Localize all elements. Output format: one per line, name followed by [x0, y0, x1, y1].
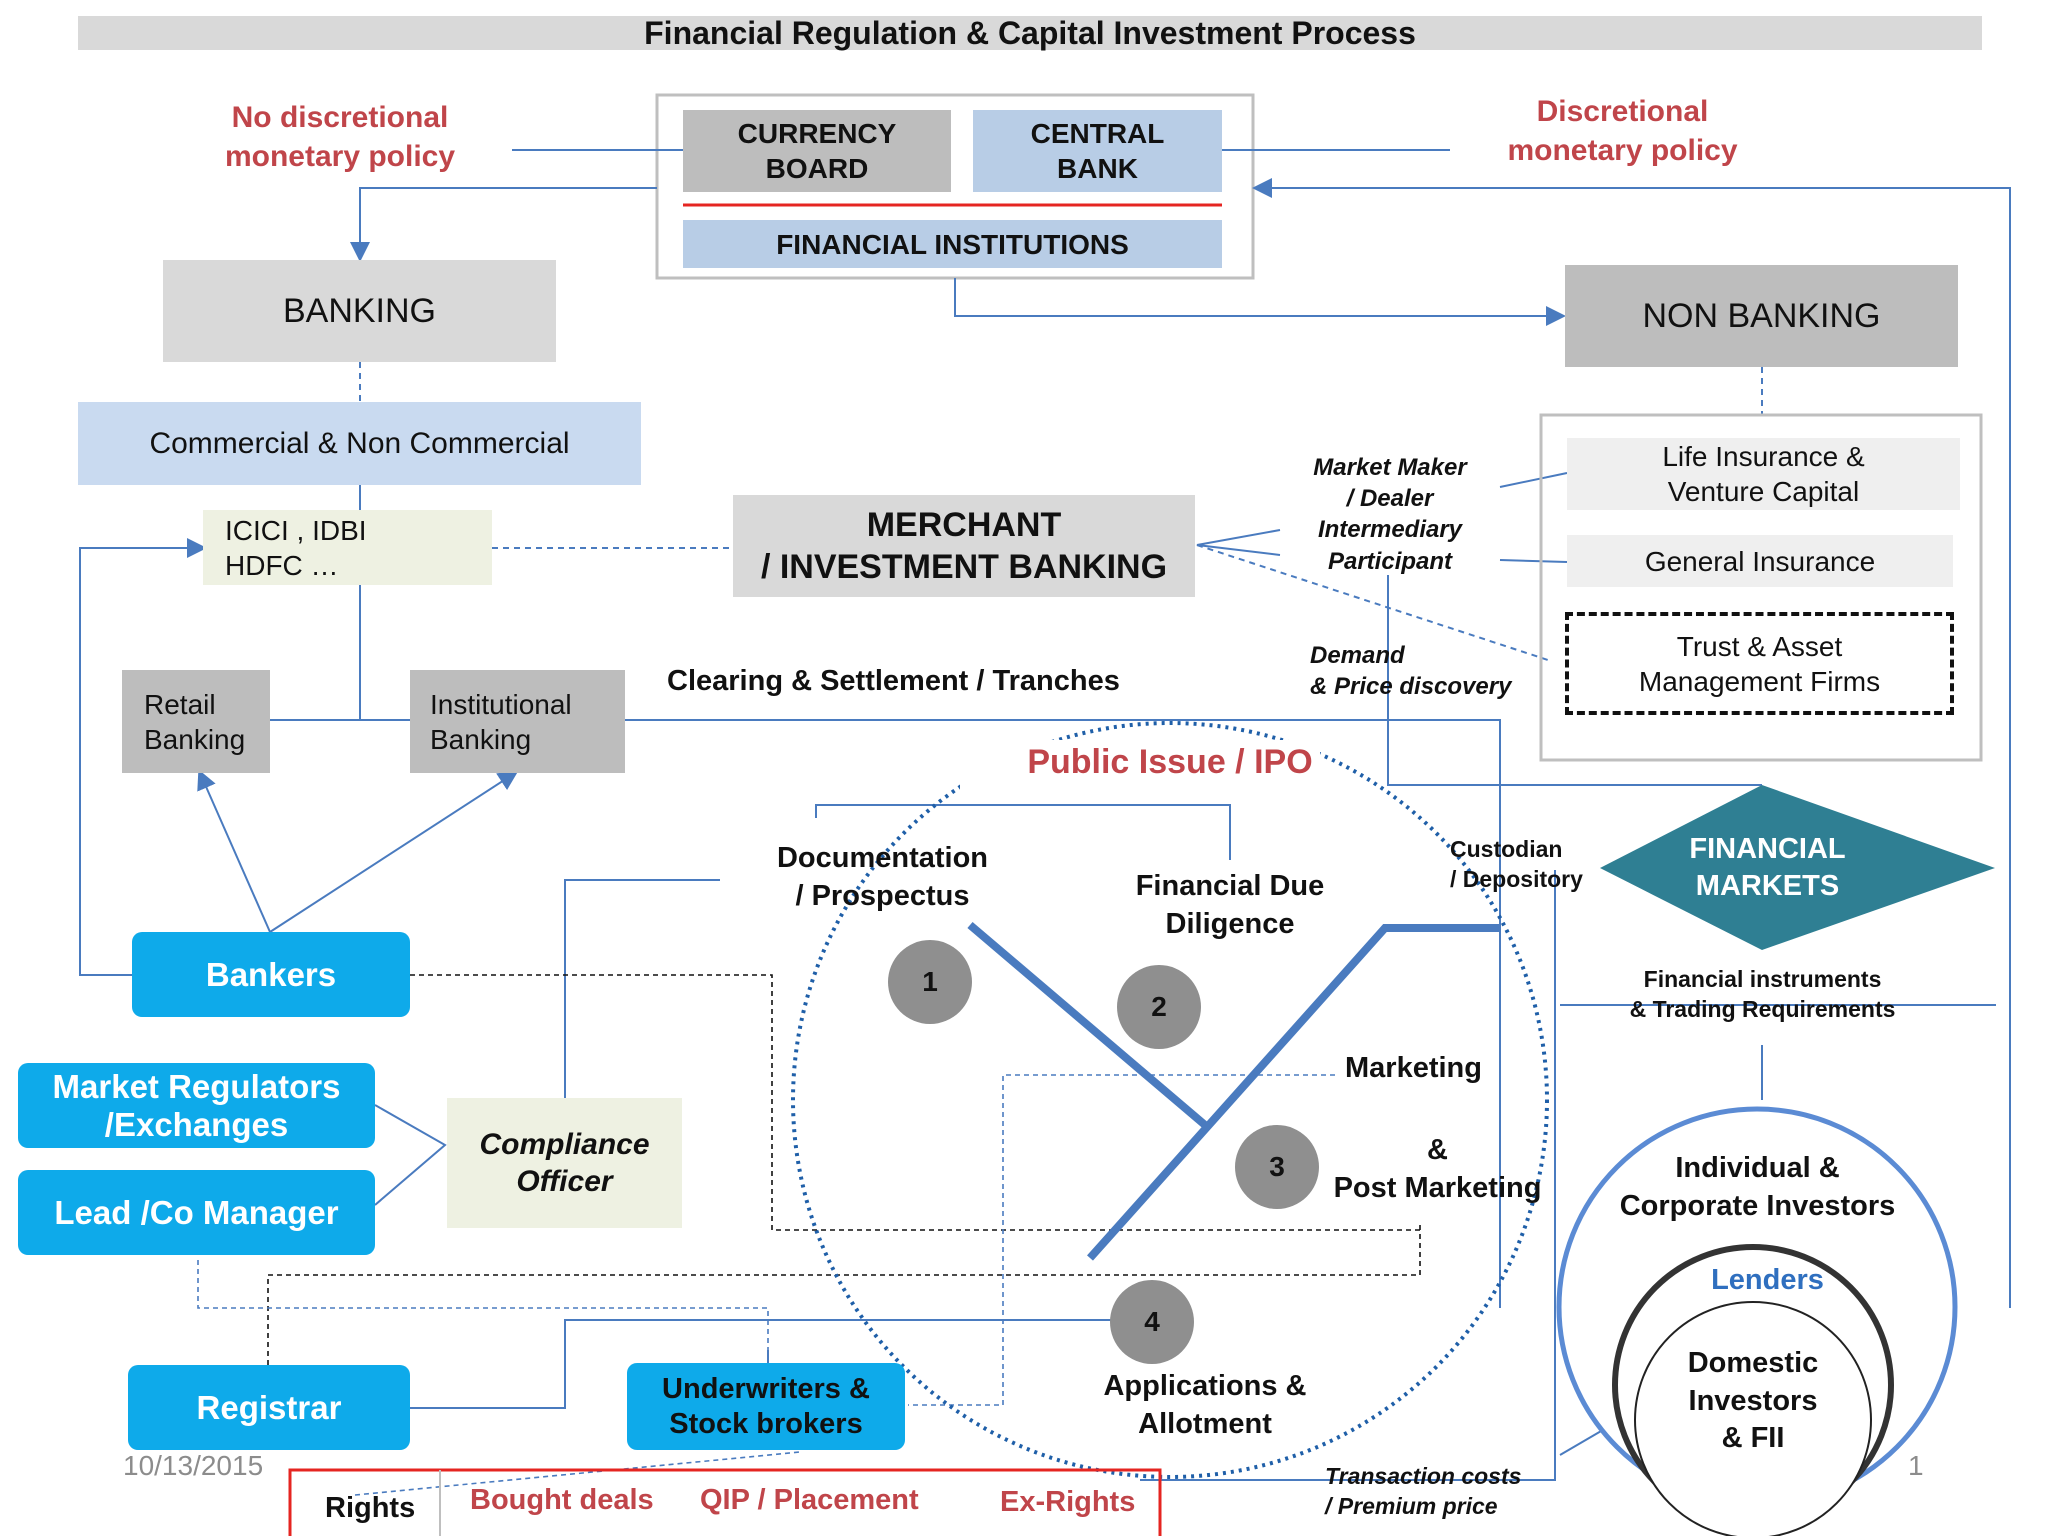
- issue-type-qip: QIP / Placement: [700, 1484, 919, 1516]
- roles-to-life: [1499, 472, 1568, 488]
- ipo-title: Public Issue / IPO: [1027, 743, 1313, 781]
- demand-price-discovery: Demand & Price discovery: [1310, 642, 1512, 701]
- registrar-button[interactable]: Registrar: [128, 1365, 410, 1450]
- rights-dash: [354, 1451, 801, 1496]
- bankers-loop: [79, 538, 207, 976]
- roles-to-market: [1387, 575, 1762, 786]
- roles-to-general: [1499, 559, 1568, 563]
- clearing-settlement: Clearing & Settlement / Tranches: [667, 665, 1120, 697]
- process-line-a: [967, 921, 1208, 1129]
- underwriters-button[interactable]: Underwriters & Stock brokers: [627, 1363, 905, 1450]
- market-roles: Market Maker / Dealer Intermediary Parti…: [1313, 454, 1467, 575]
- bank-examples: ICICI , IDBI HDFC …: [203, 510, 492, 585]
- ipo-step-number: 3: [1235, 1125, 1319, 1209]
- clearing-line: [625, 719, 1501, 1308]
- ipo-step-post-marketing: & Post Marketing: [1333, 1134, 1542, 1204]
- compliance-up: [564, 879, 720, 1098]
- general-insurance: General Insurance: [1567, 535, 1953, 587]
- discretional-policy: Discretional monetary policy: [1507, 95, 1738, 167]
- transaction-costs: Transaction costs / Premium price: [1325, 1463, 1522, 1519]
- ipo-step-number: 1: [888, 940, 972, 1024]
- market-regulators-button[interactable]: Market Regulators /Exchanges: [18, 1063, 375, 1148]
- domestic-circle: [1634, 1301, 1872, 1536]
- to-banking-line: [350, 187, 657, 262]
- regulators-to-compliance: [374, 1104, 447, 1206]
- nonbanking-frame: [1539, 413, 1983, 762]
- ipo-step-marketing: Marketing: [1345, 1052, 1482, 1084]
- banking-box: BANKING: [163, 260, 556, 362]
- lead-manager-button[interactable]: Lead /Co Manager: [18, 1170, 375, 1255]
- ipo-bracket: [815, 804, 1231, 860]
- page-number: 1: [1908, 1450, 1924, 1481]
- nonbanking-box: NON BANKING: [1565, 265, 1958, 367]
- issue-types-line: [288, 1468, 1162, 1536]
- return-line: [1252, 178, 2011, 1308]
- currency-board: CURRENCY BOARD: [683, 110, 951, 192]
- compliance-officer: Compliance Officer: [447, 1098, 682, 1228]
- ipo-step-number: 2: [1117, 965, 1201, 1049]
- merchant-lines: [1196, 529, 1281, 556]
- trust-asset-management: Trust & Asset Management Firms: [1565, 612, 1954, 715]
- issue-type-bought-deals: Bought deals: [470, 1484, 654, 1516]
- institutional-banking: Institutional Banking: [410, 670, 625, 773]
- ipo-step-allotment: Applications & Allotment: [1103, 1370, 1307, 1440]
- lenders-label: Lenders: [1711, 1264, 1824, 1296]
- ipo-step-documentation: Documentation / Prospectus: [776, 842, 989, 912]
- page-title: Financial Regulation & Capital Investmen…: [644, 15, 1416, 51]
- bankers-retail: [197, 769, 271, 933]
- registrar-to-ipo: [267, 1225, 1421, 1365]
- bankers-inst: [269, 770, 519, 933]
- banking-types: Commercial & Non Commercial: [78, 402, 641, 485]
- life-insurance: Life Insurance & Venture Capital: [1567, 438, 1960, 510]
- investors-label: Individual & Corporate Investors: [1619, 1152, 1896, 1222]
- ipo-step-number: 4: [1110, 1280, 1194, 1364]
- footer-date: 10/13/2015: [123, 1450, 264, 1481]
- financial-markets-diamond: [1600, 785, 1995, 950]
- central-bank: CENTRAL BANK: [973, 110, 1222, 192]
- merchant-investment-banking: MERCHANT / INVESTMENT BANKING: [733, 495, 1195, 597]
- financial-markets-label: FINANCIAL MARKETS: [1689, 833, 1846, 902]
- ipo-step-due-diligence: Financial Due Diligence: [1135, 870, 1325, 940]
- title-bar: [78, 16, 1982, 50]
- financial-institutions: FINANCIAL INSTITUTIONS: [683, 220, 1222, 268]
- ipo-circle: [791, 721, 1549, 1479]
- fi-to-nonbanking: [954, 278, 1566, 326]
- financial-instruments: Financial instruments & Trading Requirem…: [1629, 966, 1896, 1022]
- no-discretional-policy: No discretional monetary policy: [224, 101, 456, 173]
- domestic-investors-label: Domestic Investors & FII: [1687, 1347, 1819, 1455]
- custodian-depository: Custodian / Depository: [1450, 836, 1583, 892]
- lead-dash: [197, 1260, 769, 1350]
- bankers-button[interactable]: Bankers: [132, 932, 410, 1017]
- issue-type-ex-rights: Ex-Rights: [1000, 1486, 1136, 1518]
- registrar-line: [410, 1319, 1113, 1409]
- process-line-b: [1087, 924, 1500, 1261]
- retail-banking: Retail Banking: [122, 670, 270, 773]
- issue-type-rights: Rights: [325, 1492, 416, 1524]
- market-down: [1140, 870, 1556, 1481]
- bankers-to-ipo: [410, 974, 1420, 1231]
- marketing-dash: [908, 1074, 1335, 1406]
